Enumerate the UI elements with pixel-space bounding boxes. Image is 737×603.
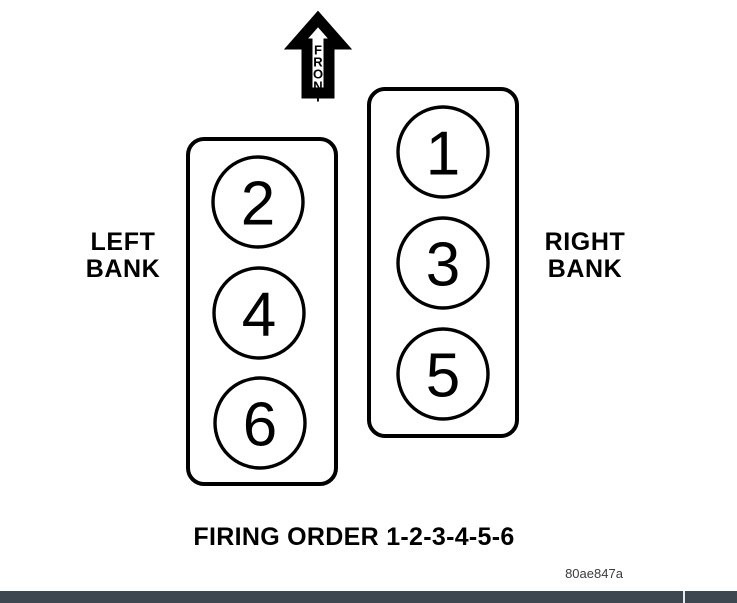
cylinder-label-6: 6 (243, 391, 277, 460)
cylinder-circle-3 (396, 216, 490, 310)
cylinder-circle-2 (211, 155, 305, 249)
front-letter-n: N (313, 79, 322, 94)
left-bank-group: 2 4 6 (186, 137, 338, 486)
cylinder-circle-1 (396, 105, 490, 199)
cylinder-label-3: 3 (426, 231, 460, 300)
left-bank-label-line1: LEFT (91, 228, 156, 256)
cylinder-label-5: 5 (426, 342, 460, 411)
front-letter-f: F (314, 43, 322, 58)
bottom-bar-divider (683, 591, 685, 603)
right-bank-label-line1: RIGHT (545, 228, 626, 256)
firing-order-caption: FIRING ORDER 1-2-3-4-5-6 (193, 523, 514, 551)
right-bank-group: 1 3 5 (367, 87, 519, 438)
cylinder-circle-4 (212, 266, 306, 360)
front-direction-arrow-group: F R O N T (283, 10, 353, 105)
front-letter-t: T (314, 90, 322, 105)
front-arrow-icon (283, 10, 353, 99)
left-bank-label-line2: BANK (86, 255, 161, 283)
front-letter-r: R (313, 55, 323, 70)
cylinder-label-4: 4 (242, 281, 276, 350)
bottom-status-bar (0, 591, 737, 603)
cylinder-circle-5 (396, 327, 490, 421)
cylinder-label-2: 2 (241, 170, 275, 239)
left-bank-label: LEFT BANK (86, 228, 161, 283)
watermark-label: 80ae847a (565, 566, 624, 581)
right-bank-label: RIGHT BANK (545, 228, 626, 283)
cylinder-circle-6 (213, 376, 307, 470)
cylinder-label-1: 1 (426, 120, 460, 189)
front-letter-o: O (313, 67, 323, 82)
right-bank-label-line2: BANK (548, 255, 623, 283)
